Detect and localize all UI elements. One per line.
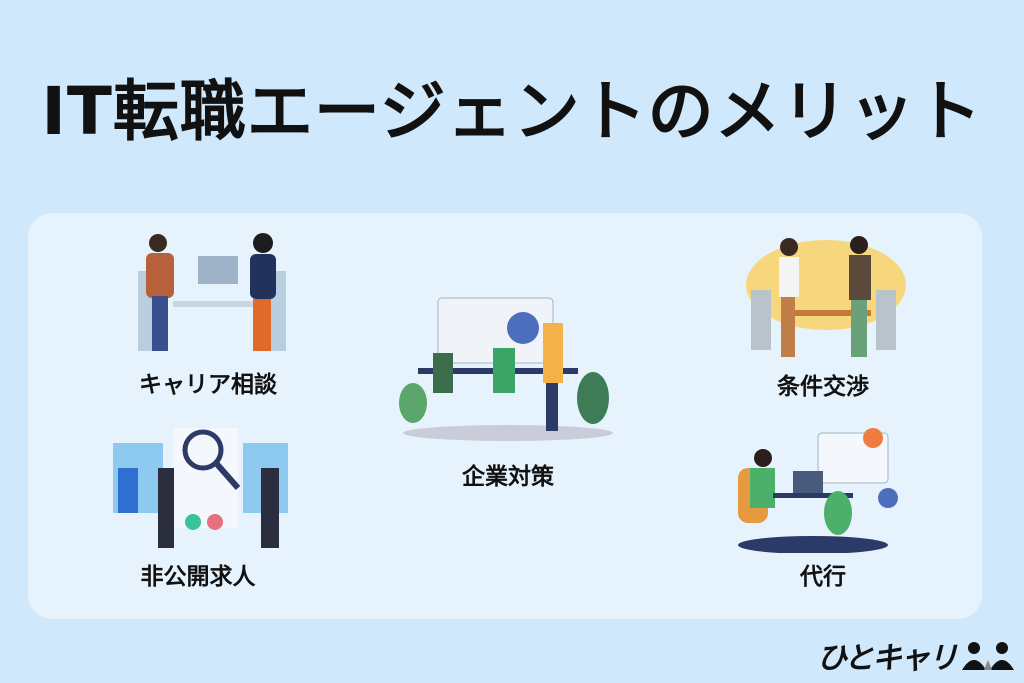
company-research-illustration [399, 297, 613, 441]
merit-company-research: 企業対策 [398, 293, 618, 491]
merit-career-consultation: キャリア相談 [108, 231, 308, 399]
merits-panel: キャリア相談 非公開求人 企業対策 [28, 213, 982, 619]
brand-logo: ひとキャリ [817, 633, 1016, 677]
page-title: IT転職エージェントのメリット [41, 73, 983, 150]
merit-negotiation: 条件交渉 [738, 235, 908, 401]
merit-label: 条件交渉 [777, 374, 869, 400]
proxy-service-illustration [738, 428, 898, 553]
people-icon [962, 642, 1014, 670]
merit-proxy-service: 代行 [728, 423, 918, 591]
merit-label: 代行 [800, 564, 846, 590]
merit-label: キャリア相談 [139, 372, 277, 398]
logo-text: ひとキャリ [816, 641, 958, 676]
merit-label: 非公開求人 [140, 564, 256, 590]
consultation-illustration [138, 233, 286, 351]
merit-hidden-jobs: 非公開求人 [98, 428, 298, 591]
merit-label: 企業対策 [462, 464, 554, 490]
job-search-illustration [113, 428, 288, 548]
negotiation-illustration [745, 236, 906, 357]
